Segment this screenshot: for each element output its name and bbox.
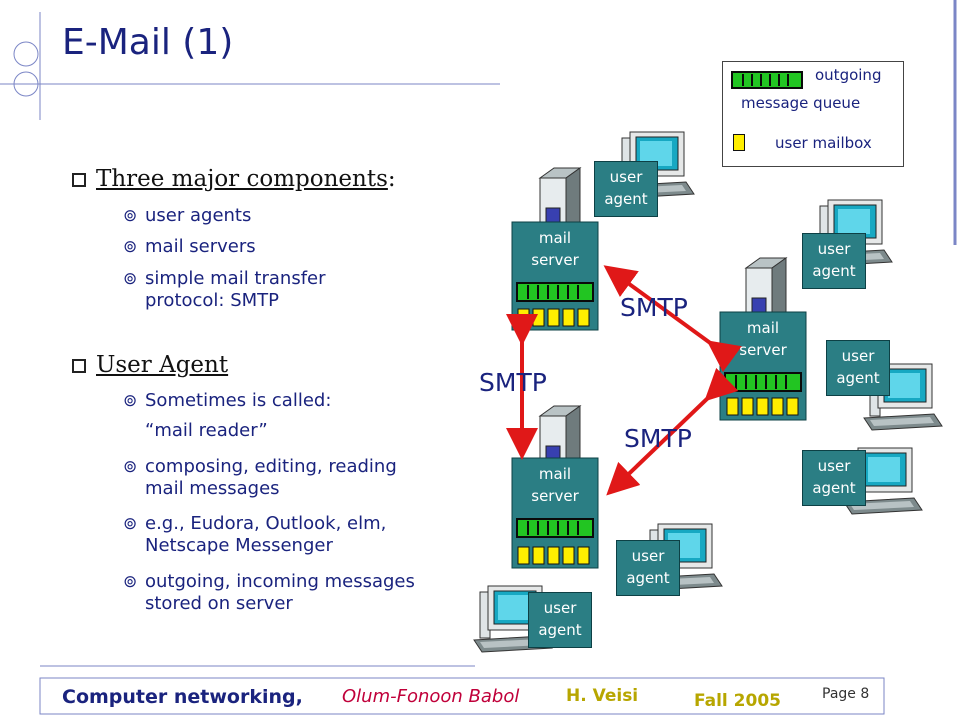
checkbox-bullet-icon: [72, 173, 86, 187]
page-number: Page 8: [822, 686, 870, 702]
smtp-label: SMTP: [624, 424, 692, 453]
checkbox-bullet-icon: [72, 359, 86, 373]
queue-icon: [731, 71, 803, 89]
list-item: ⊚e.g., Eudora, Outlook, elm,Netscape Mes…: [123, 513, 387, 556]
list-item: ⊚Sometimes is called:: [123, 390, 332, 411]
smtp-label: SMTP: [479, 368, 547, 397]
smtp-label: SMTP: [620, 293, 688, 322]
legend-mailbox-label: user mailbox: [775, 134, 872, 152]
footer-school: Olum-Fonoon Babol: [342, 686, 520, 707]
legend-queue-label-2: message queue: [741, 94, 861, 112]
mailbox-icon: [733, 134, 745, 151]
heading-components: Three major components:: [72, 166, 396, 192]
footer-term: Fall 2005: [694, 691, 781, 711]
heading-user-agent: User Agent: [72, 352, 228, 378]
page-title: E-Mail (1): [62, 22, 234, 63]
footer-course: Computer networking,: [62, 686, 303, 708]
list-item: ⊚user agents: [123, 205, 252, 226]
legend-box: outgoing message queue user mailbox: [722, 61, 904, 167]
footer-author: H. Veisi: [566, 686, 639, 706]
legend-queue-label-1: outgoing: [815, 66, 882, 84]
list-item: ⊚mail servers: [123, 236, 256, 257]
list-item: “mail reader”: [145, 420, 268, 441]
